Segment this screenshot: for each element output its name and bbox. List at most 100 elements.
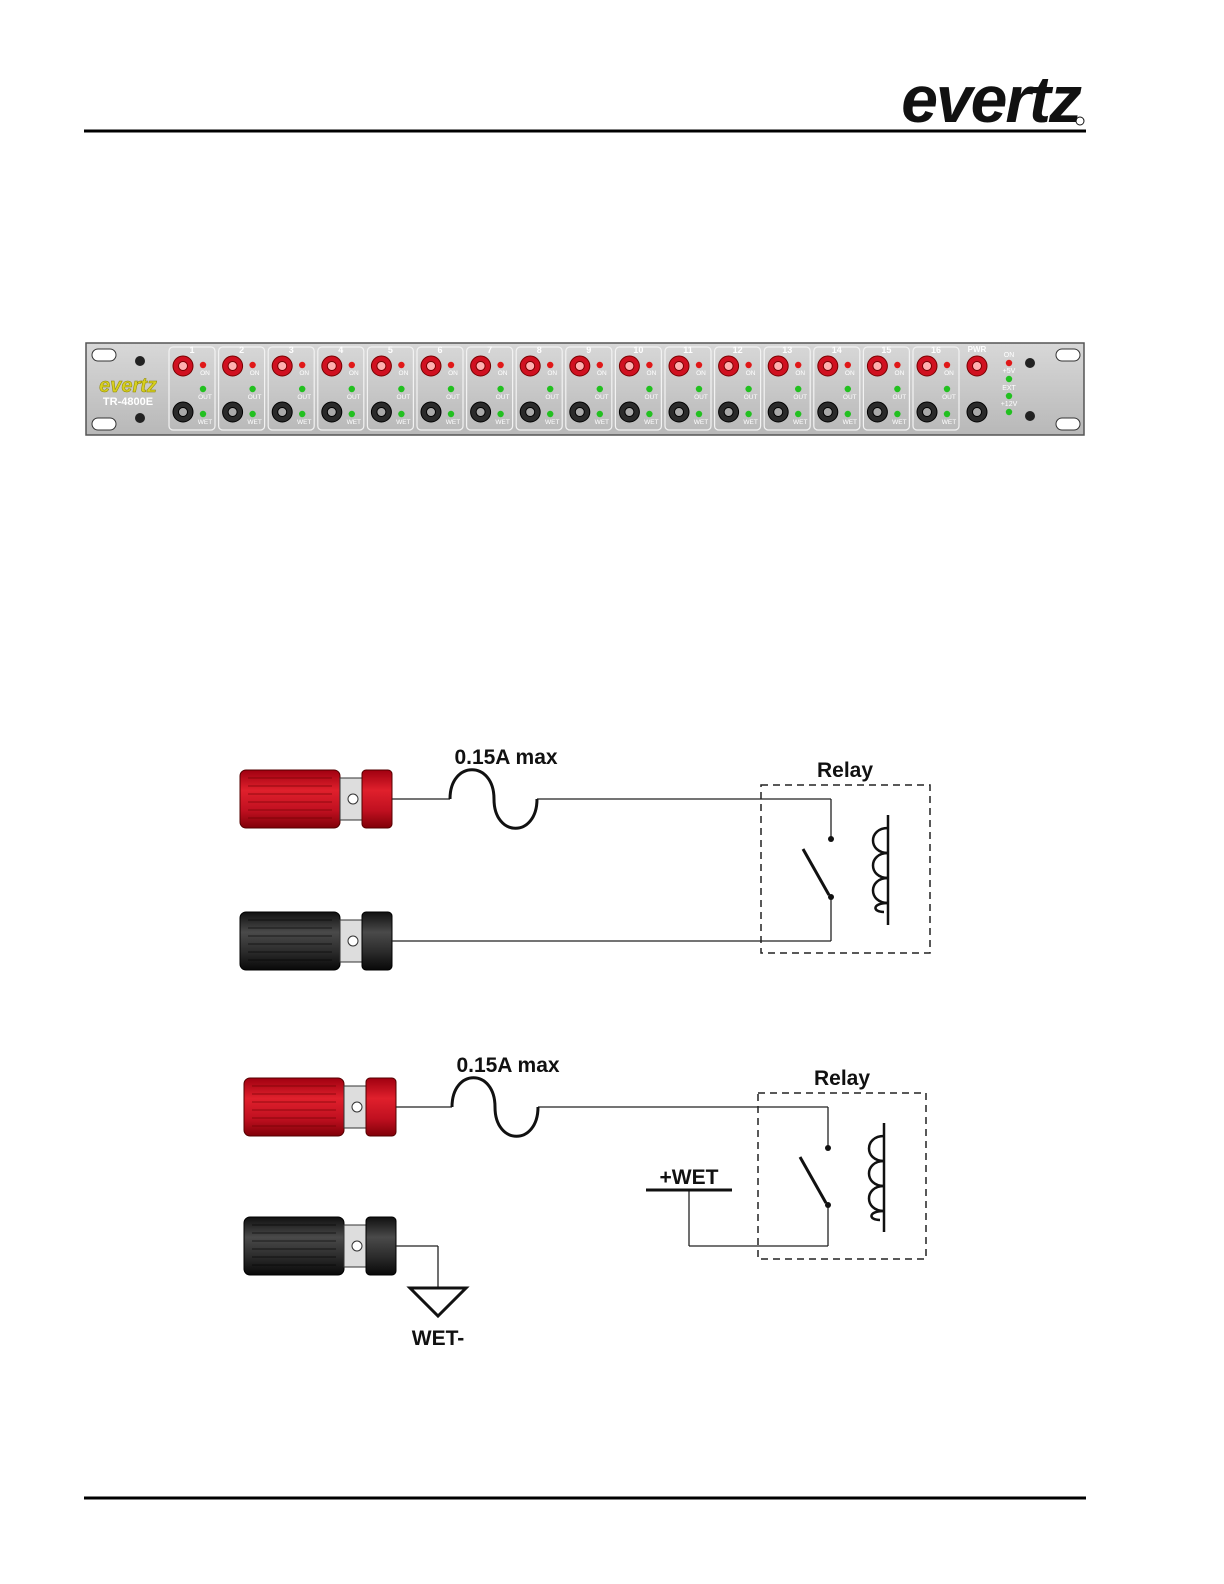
led-red-icon xyxy=(795,362,801,368)
led-wet-label: WET xyxy=(198,419,212,426)
panel-model: TR-4800E xyxy=(103,396,153,408)
led-red-icon xyxy=(398,362,404,368)
led-wet-label: WET xyxy=(694,419,708,426)
led-out-label: OUT xyxy=(893,394,907,401)
post-center-icon xyxy=(526,408,535,417)
led-on-label: ON xyxy=(399,370,409,377)
led-on-label: ON xyxy=(597,370,607,377)
post-center-icon xyxy=(327,408,336,417)
led-green-icon xyxy=(497,411,503,417)
led-red-icon xyxy=(1006,360,1012,366)
led-on-label: ON xyxy=(795,370,805,377)
led-green-icon xyxy=(894,386,900,392)
led-wet-label: WET xyxy=(793,419,807,426)
post-center-icon xyxy=(278,362,287,371)
led-on-label: ON xyxy=(200,370,210,377)
dry-contact-diagram: 0.15A max Relay xyxy=(240,746,930,970)
led-green-icon xyxy=(696,386,702,392)
led-out-label: OUT xyxy=(843,394,857,401)
led-wet-label: WET xyxy=(595,419,609,426)
led-green-icon xyxy=(398,386,404,392)
post-center-icon xyxy=(973,408,982,417)
post-center-icon xyxy=(228,362,237,371)
led-out-label: OUT xyxy=(347,394,361,401)
led-wet-label: WET xyxy=(396,419,410,426)
header: evertz xyxy=(84,62,1086,136)
post-center-icon xyxy=(774,362,783,371)
led-green-icon xyxy=(646,411,652,417)
led-green-icon xyxy=(795,386,801,392)
led-green-icon xyxy=(745,386,751,392)
relay-box xyxy=(761,785,930,953)
fuse-label: 0.15A max xyxy=(454,746,557,769)
post-center-icon xyxy=(724,408,733,417)
post-center-icon xyxy=(873,362,882,371)
led-wet-label: WET xyxy=(942,419,956,426)
channel-number: 2 xyxy=(239,345,244,355)
plus-wet-label: +WET xyxy=(660,1166,719,1189)
led-red-icon xyxy=(894,362,900,368)
post-center-icon xyxy=(923,362,932,371)
led-green-icon xyxy=(845,411,851,417)
screw-icon xyxy=(135,413,145,423)
screw-icon xyxy=(1025,358,1035,368)
led-on-label: ON xyxy=(944,370,954,377)
led-green-icon xyxy=(349,386,355,392)
post-center-icon xyxy=(278,408,287,417)
led-wet-label: WET xyxy=(247,419,261,426)
post-center-icon xyxy=(823,362,832,371)
led-on-label: ON xyxy=(498,370,508,377)
led-red-icon xyxy=(944,362,950,368)
wire xyxy=(396,1107,828,1288)
post-center-icon xyxy=(675,362,684,371)
led-out-label: OUT xyxy=(793,394,807,401)
led-green-icon xyxy=(646,386,652,392)
post-center-icon xyxy=(427,362,436,371)
fuse-icon xyxy=(450,770,537,829)
post-center-icon xyxy=(327,362,336,371)
led-out-label: OUT xyxy=(297,394,311,401)
channel-number: 8 xyxy=(537,345,542,355)
led-green-icon xyxy=(597,411,603,417)
black-binding-post-icon xyxy=(240,912,392,970)
led-on-label: ON xyxy=(746,370,756,377)
led-red-icon xyxy=(745,362,751,368)
post-center-icon xyxy=(625,362,634,371)
post-center-icon xyxy=(575,408,584,417)
switch-icon xyxy=(800,1157,826,1203)
coil-icon xyxy=(869,1123,884,1232)
led-out-label: OUT xyxy=(694,394,708,401)
post-center-icon xyxy=(973,362,982,371)
pwr-led-on-label: ON xyxy=(1004,352,1015,359)
led-wet-label: WET xyxy=(892,419,906,426)
channel-number: 7 xyxy=(487,345,492,355)
led-green-icon xyxy=(349,411,355,417)
channel-number: 13 xyxy=(782,345,792,355)
led-red-icon xyxy=(448,362,454,368)
led-red-icon xyxy=(349,362,355,368)
post-center-icon xyxy=(774,408,783,417)
led-green-icon xyxy=(398,411,404,417)
relay-box xyxy=(758,1093,926,1259)
post-center-icon xyxy=(575,362,584,371)
led-out-label: OUT xyxy=(545,394,559,401)
relay-label: Relay xyxy=(817,759,873,782)
post-center-icon xyxy=(625,408,634,417)
post-center-icon xyxy=(427,408,436,417)
led-red-icon xyxy=(845,362,851,368)
led-out-label: OUT xyxy=(198,394,212,401)
screw-icon xyxy=(135,356,145,366)
led-green-icon xyxy=(795,411,801,417)
channel-number: 15 xyxy=(881,345,891,355)
mount-slot-icon xyxy=(1056,418,1080,430)
led-on-label: ON xyxy=(647,370,657,377)
led-green-icon xyxy=(249,386,255,392)
post-center-icon xyxy=(179,408,188,417)
ground-symbol-icon xyxy=(410,1288,466,1316)
post-center-icon xyxy=(873,408,882,417)
led-on-label: ON xyxy=(349,370,359,377)
led-red-icon xyxy=(646,362,652,368)
led-on-label: ON xyxy=(845,370,855,377)
led-green-icon xyxy=(597,386,603,392)
